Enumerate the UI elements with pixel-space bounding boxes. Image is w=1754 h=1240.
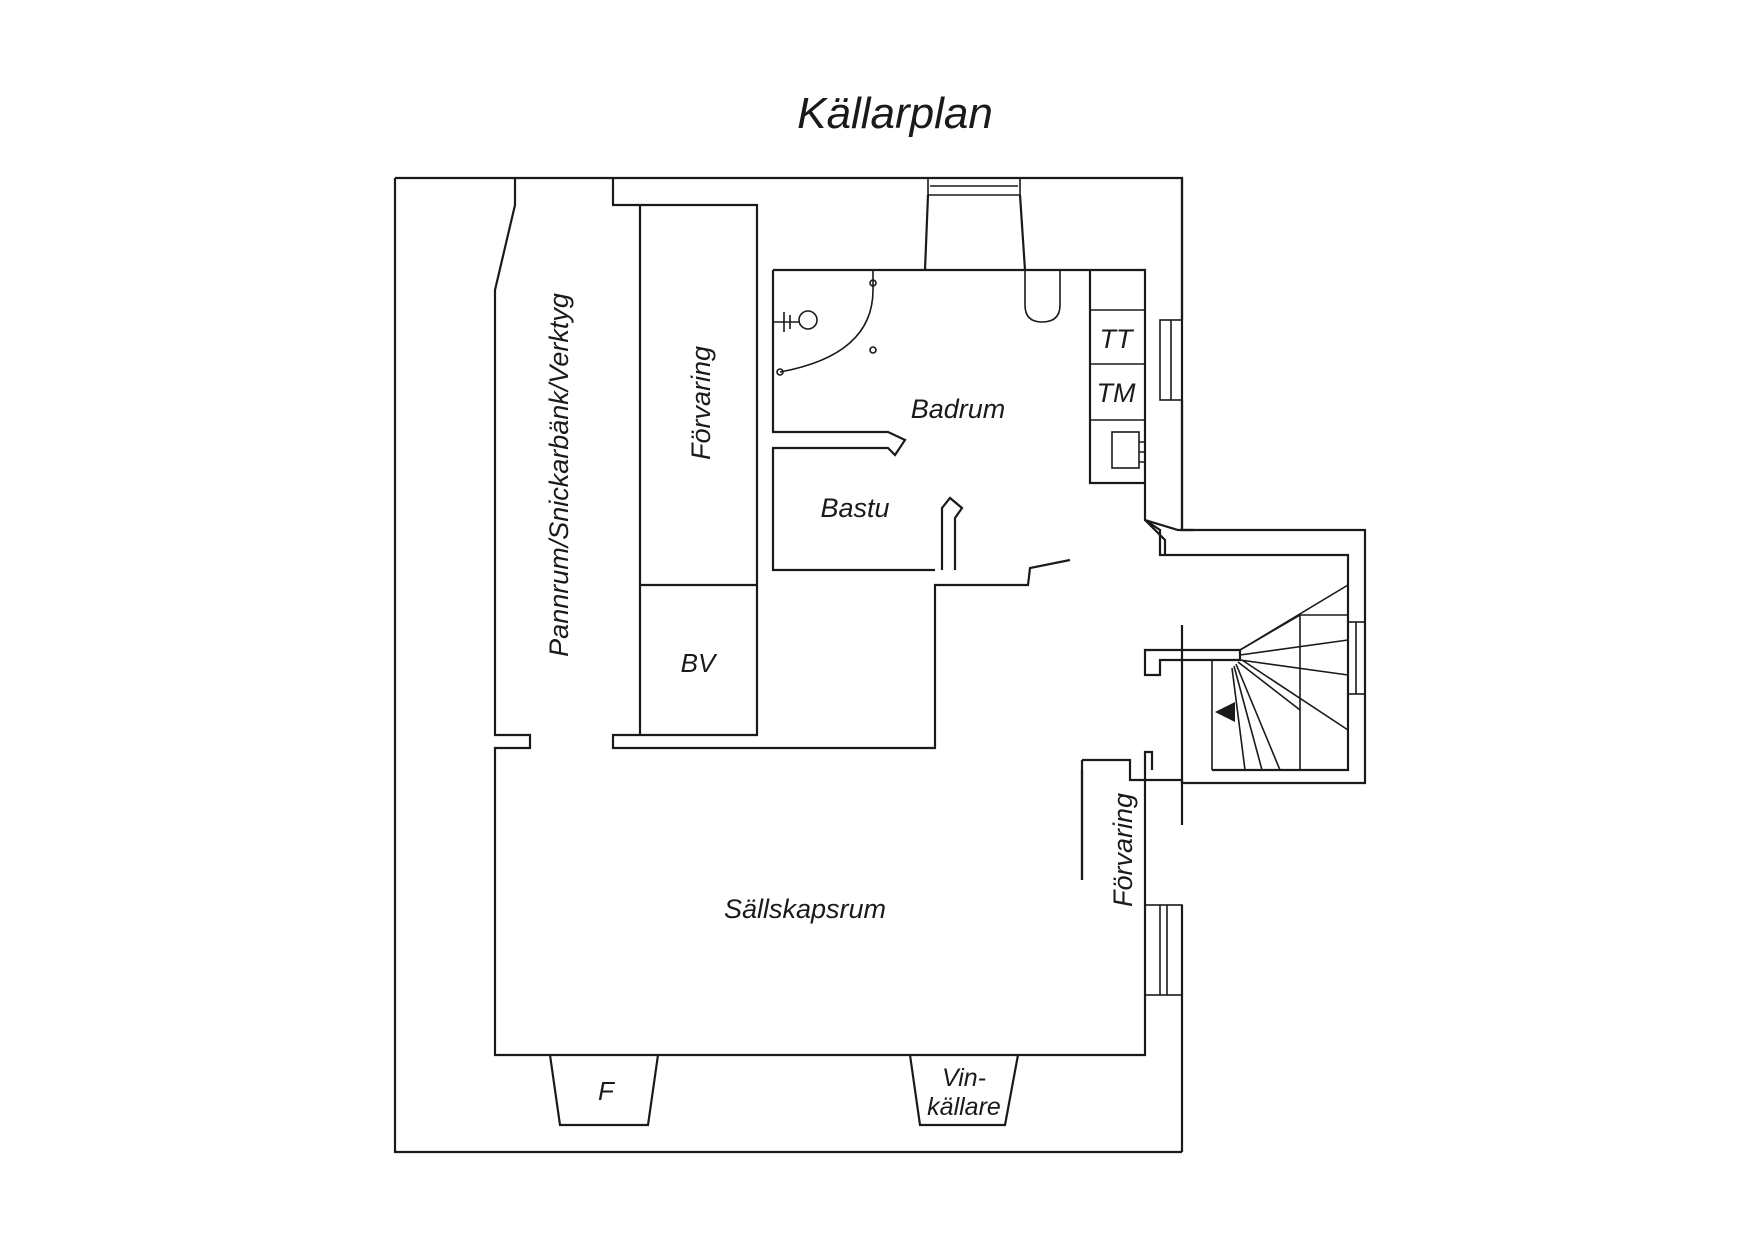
label-vinkallare-1: Vin- — [942, 1064, 986, 1092]
outer-walls — [393, 176, 1194, 1154]
bathroom-fixtures — [772, 270, 1366, 996]
label-sallskapsrum: Sällskapsrum — [724, 894, 886, 924]
label-forvaring-right: Förvaring — [1108, 793, 1138, 907]
window-right-lower — [1144, 904, 1183, 996]
shower-drain-icon — [798, 310, 818, 330]
alcove-f — [548, 1054, 660, 1127]
sink-icon — [1111, 431, 1140, 469]
toilet-icon — [1024, 270, 1061, 323]
plan-title: Källarplan — [797, 89, 993, 138]
label-badrum: Badrum — [911, 394, 1006, 424]
staircase — [1080, 584, 1349, 880]
label-vinkallare-2: källare — [927, 1093, 1001, 1121]
label-bastu: Bastu — [820, 493, 889, 523]
label-tm: TM — [1097, 378, 1136, 408]
window-right-upper — [1159, 319, 1183, 401]
label-forvaring-top: Förvaring — [686, 346, 716, 460]
inner-walls — [493, 178, 1367, 1057]
stair-arrow-icon — [1215, 702, 1235, 722]
label-pannrum: Pannrum/Snickarbänk/Verktyg — [544, 293, 574, 657]
label-bv: BV — [681, 648, 718, 678]
window-stair — [1347, 621, 1366, 695]
label-f: F — [598, 1076, 616, 1106]
label-tt: TT — [1100, 324, 1135, 354]
alcove-vinkallare — [908, 1054, 1020, 1127]
